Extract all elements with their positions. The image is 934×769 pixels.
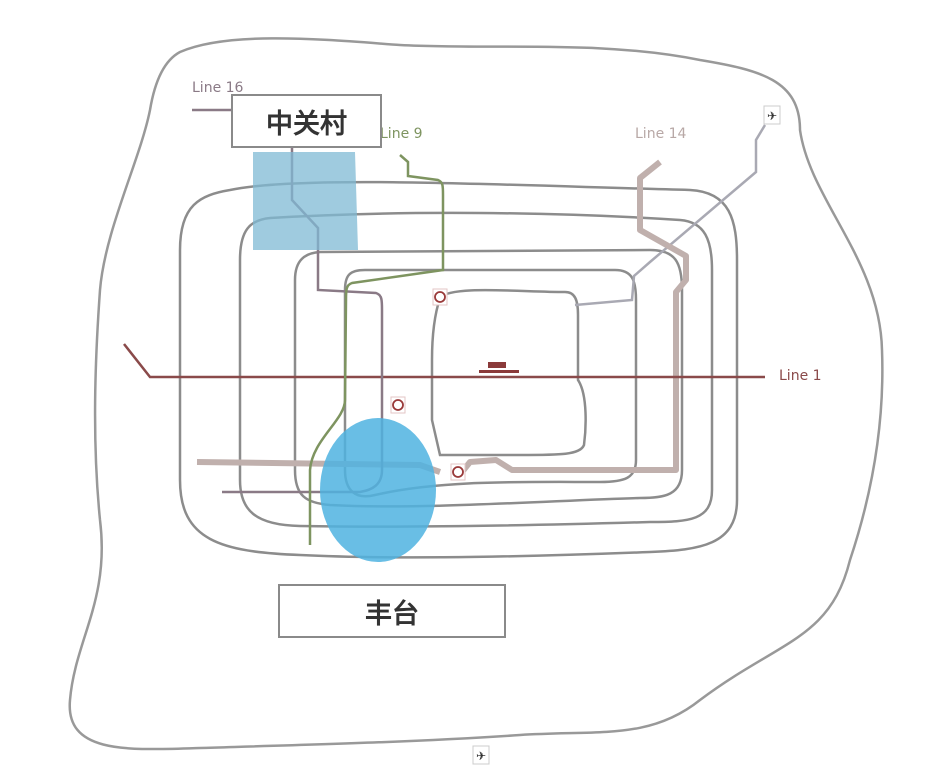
ring-inner (430, 288, 587, 457)
line9-label: Line 9 (380, 126, 423, 142)
city-boundary (68, 37, 884, 751)
line1-path (123, 343, 765, 379)
railway-station-icon (390, 396, 406, 414)
airport-icon: ✈ (472, 745, 490, 765)
fengtai-region (320, 418, 436, 562)
fengtai-label: 丰台 (278, 584, 506, 638)
line16-label: Line 16 (192, 80, 244, 96)
line14-path (459, 159, 689, 474)
zhongguancun-label: 中关村 (231, 94, 382, 148)
airport-express-line (574, 124, 767, 307)
airport-icon: ✈ (763, 105, 781, 125)
ring-4 (238, 211, 714, 528)
railway-station-icon (432, 288, 448, 306)
ring-5 (178, 180, 739, 559)
railway-station-icon (450, 463, 466, 481)
line14-label: Line 14 (635, 126, 687, 142)
zhongguancun-region (253, 152, 358, 250)
svg-text:✈: ✈ (476, 749, 486, 763)
tiananmen-icon (479, 362, 519, 373)
svg-text:✈: ✈ (767, 109, 777, 123)
line1-label: Line 1 (779, 368, 822, 384)
line9-path (308, 154, 445, 545)
